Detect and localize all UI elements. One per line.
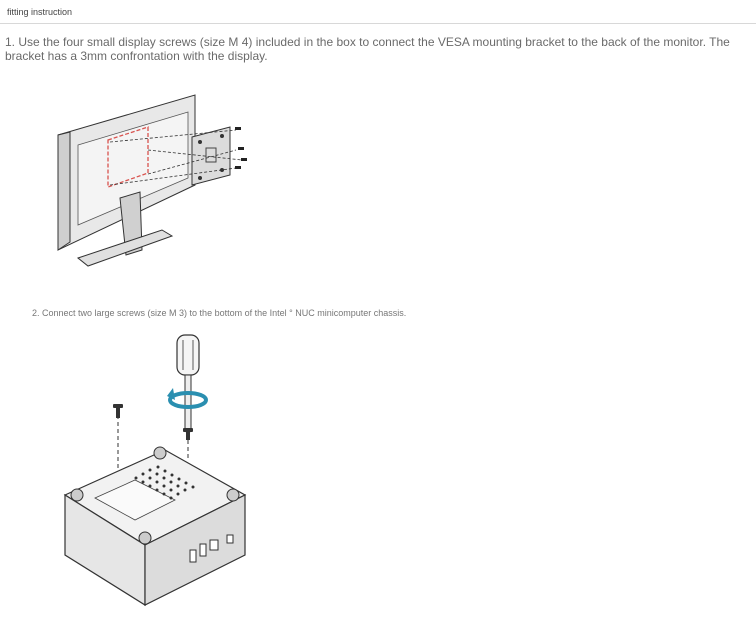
vesa-bracket [191,126,231,186]
nuc-screw-diagram [63,334,247,607]
divider [0,23,756,24]
rubber-feet [70,446,240,545]
screw-icon [113,404,193,440]
monitor-side [57,131,71,251]
vesa-area-outline [107,126,149,188]
page-title: fitting instruction [7,7,73,17]
vent-grille [134,465,195,500]
front-ports [189,534,234,563]
step-2-text: 2. Connect two large screws (size M 3) t… [32,308,407,318]
rotation-arrow [168,391,208,409]
nuc-label-panel [94,479,176,521]
stand-base [76,229,174,267]
step-1-text: 1. Use the four small display screws (si… [5,35,730,63]
screwdriver-icon [176,334,200,438]
screw-icon [235,127,247,169]
monitor-bracket-diagram [57,94,247,267]
monitor-back-plate [77,111,189,226]
